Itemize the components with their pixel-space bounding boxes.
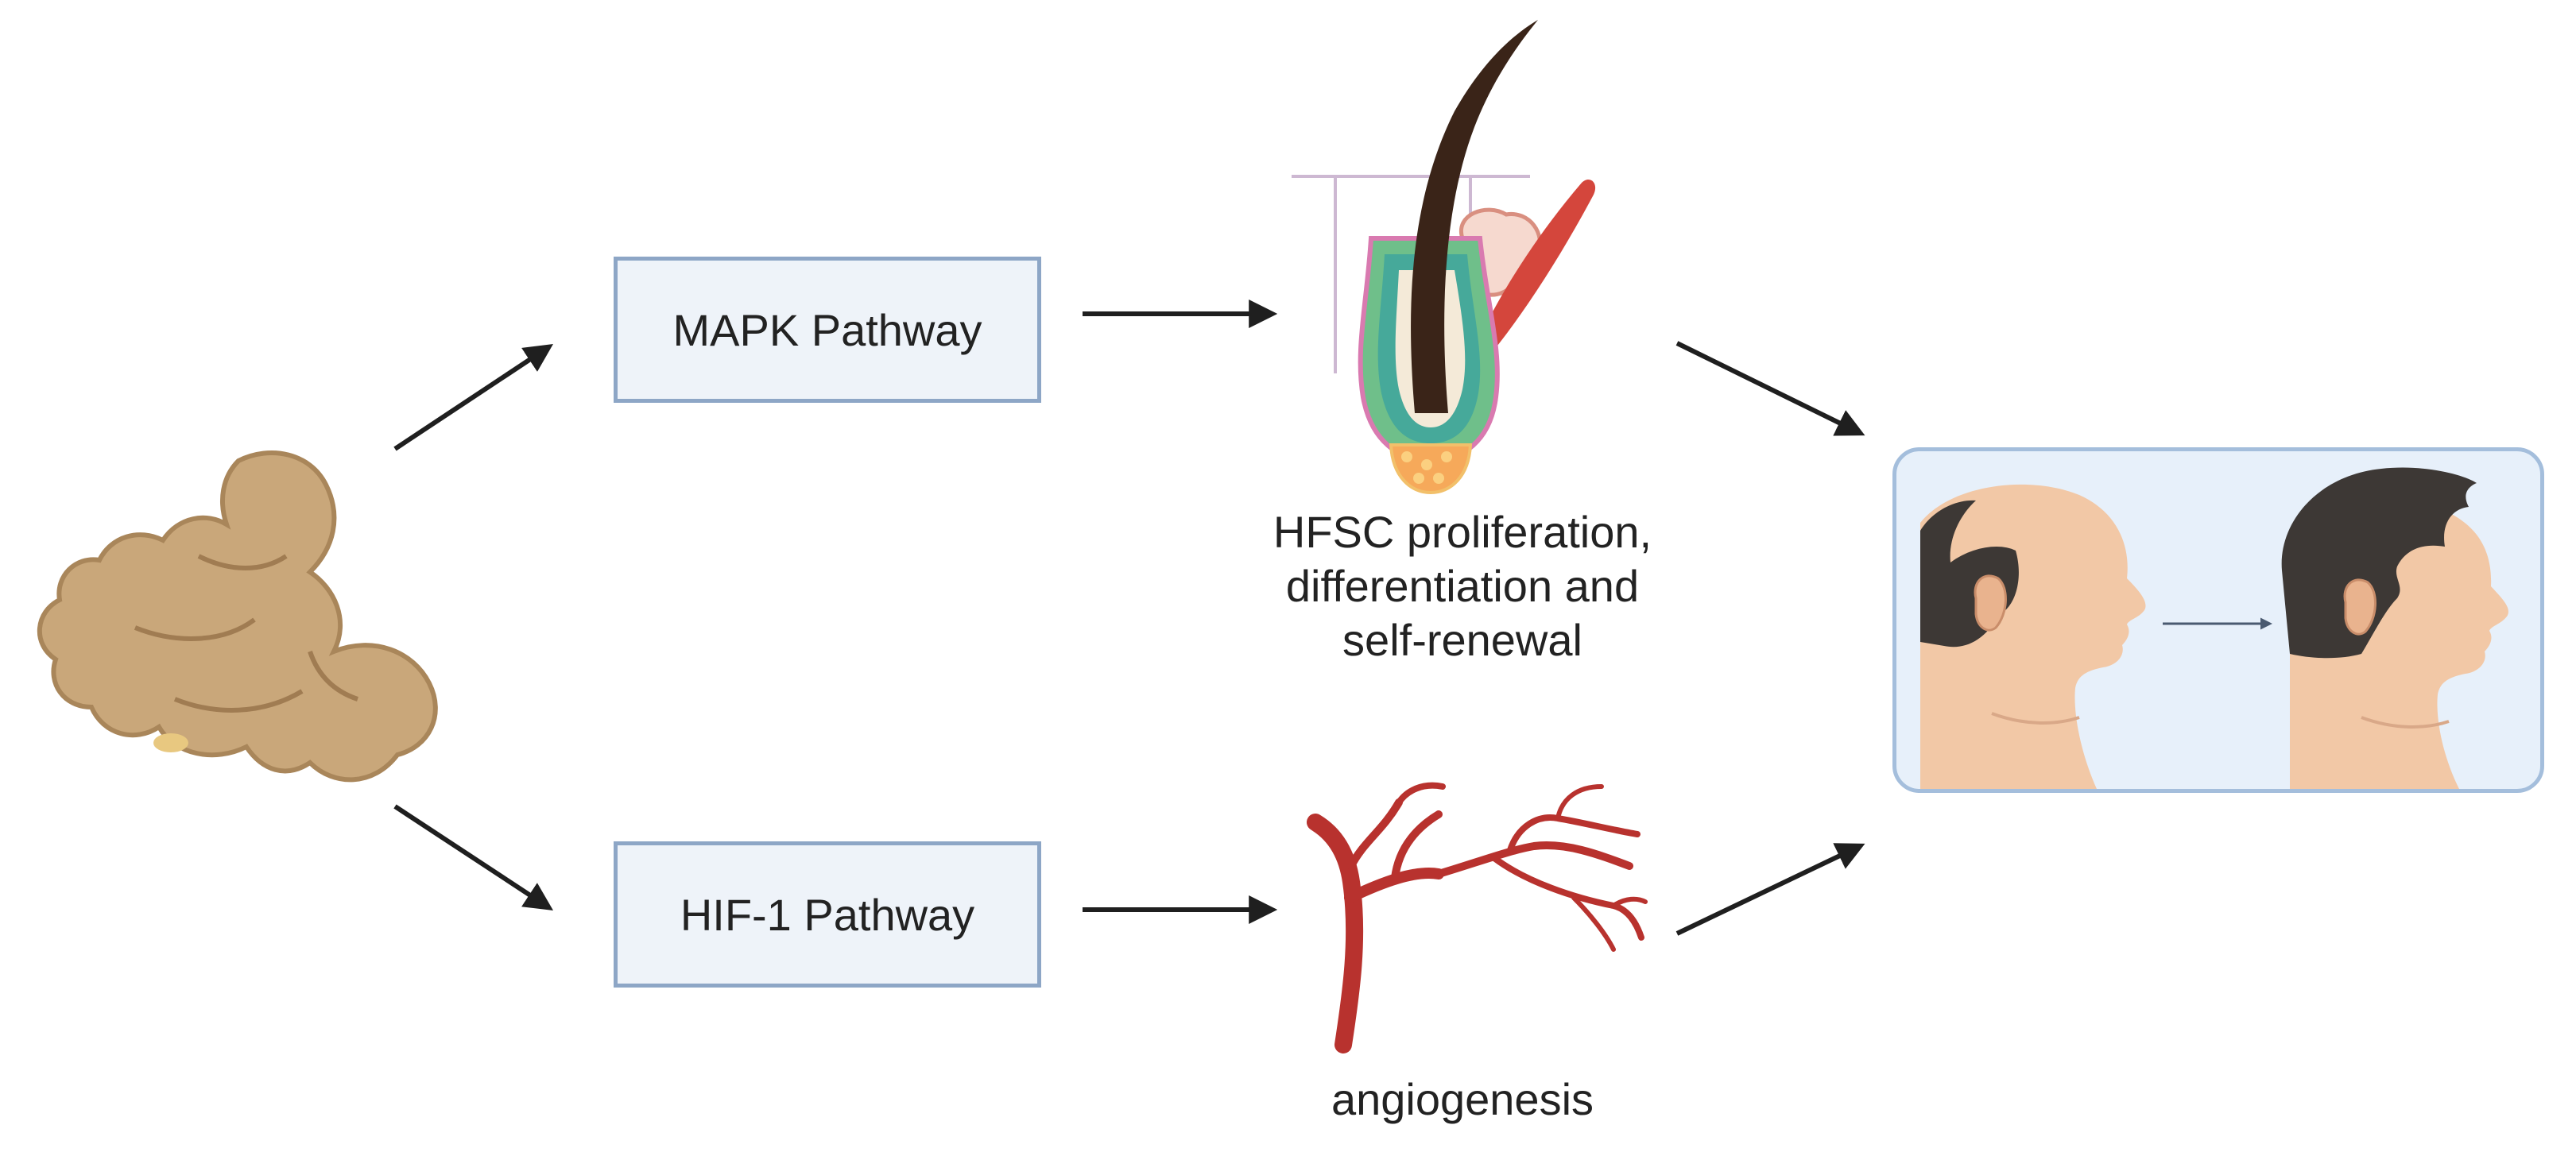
bald-head-icon	[1920, 484, 2146, 789]
blood-vessel-icon	[1307, 782, 1648, 1053]
hair-regrowth-panel	[1892, 447, 2544, 793]
hif1-pathway-label: HIF-1 Pathway	[680, 889, 975, 940]
arrow-ginger-to-hif1	[393, 804, 554, 910]
ginger-root-icon	[37, 450, 438, 783]
hair-regrowth-illustration	[1920, 467, 2508, 789]
hif1-pathway-box: HIF-1 Pathway	[614, 841, 1041, 988]
hfsc-caption: HFSC proliferation, differentiation and …	[1208, 505, 1717, 667]
mapk-pathway-label: MAPK Pathway	[672, 304, 982, 355]
arrow-angiogenesis-to-result	[1675, 843, 1865, 936]
hfsc-caption-line-3: self-renewal	[1342, 615, 1582, 665]
arrow-ginger-to-mapk	[393, 344, 554, 451]
hfsc-caption-line-1: HFSC proliferation,	[1273, 507, 1652, 557]
haired-head-icon	[2281, 467, 2508, 789]
arrow-hfsc-to-result	[1675, 341, 1865, 436]
hair-follicle-icon	[1292, 20, 1596, 495]
hfsc-caption-line-2: differentiation and	[1285, 561, 1640, 611]
mapk-pathway-box: MAPK Pathway	[614, 257, 1041, 403]
angiogenesis-caption: angiogenesis	[1331, 1074, 1594, 1124]
